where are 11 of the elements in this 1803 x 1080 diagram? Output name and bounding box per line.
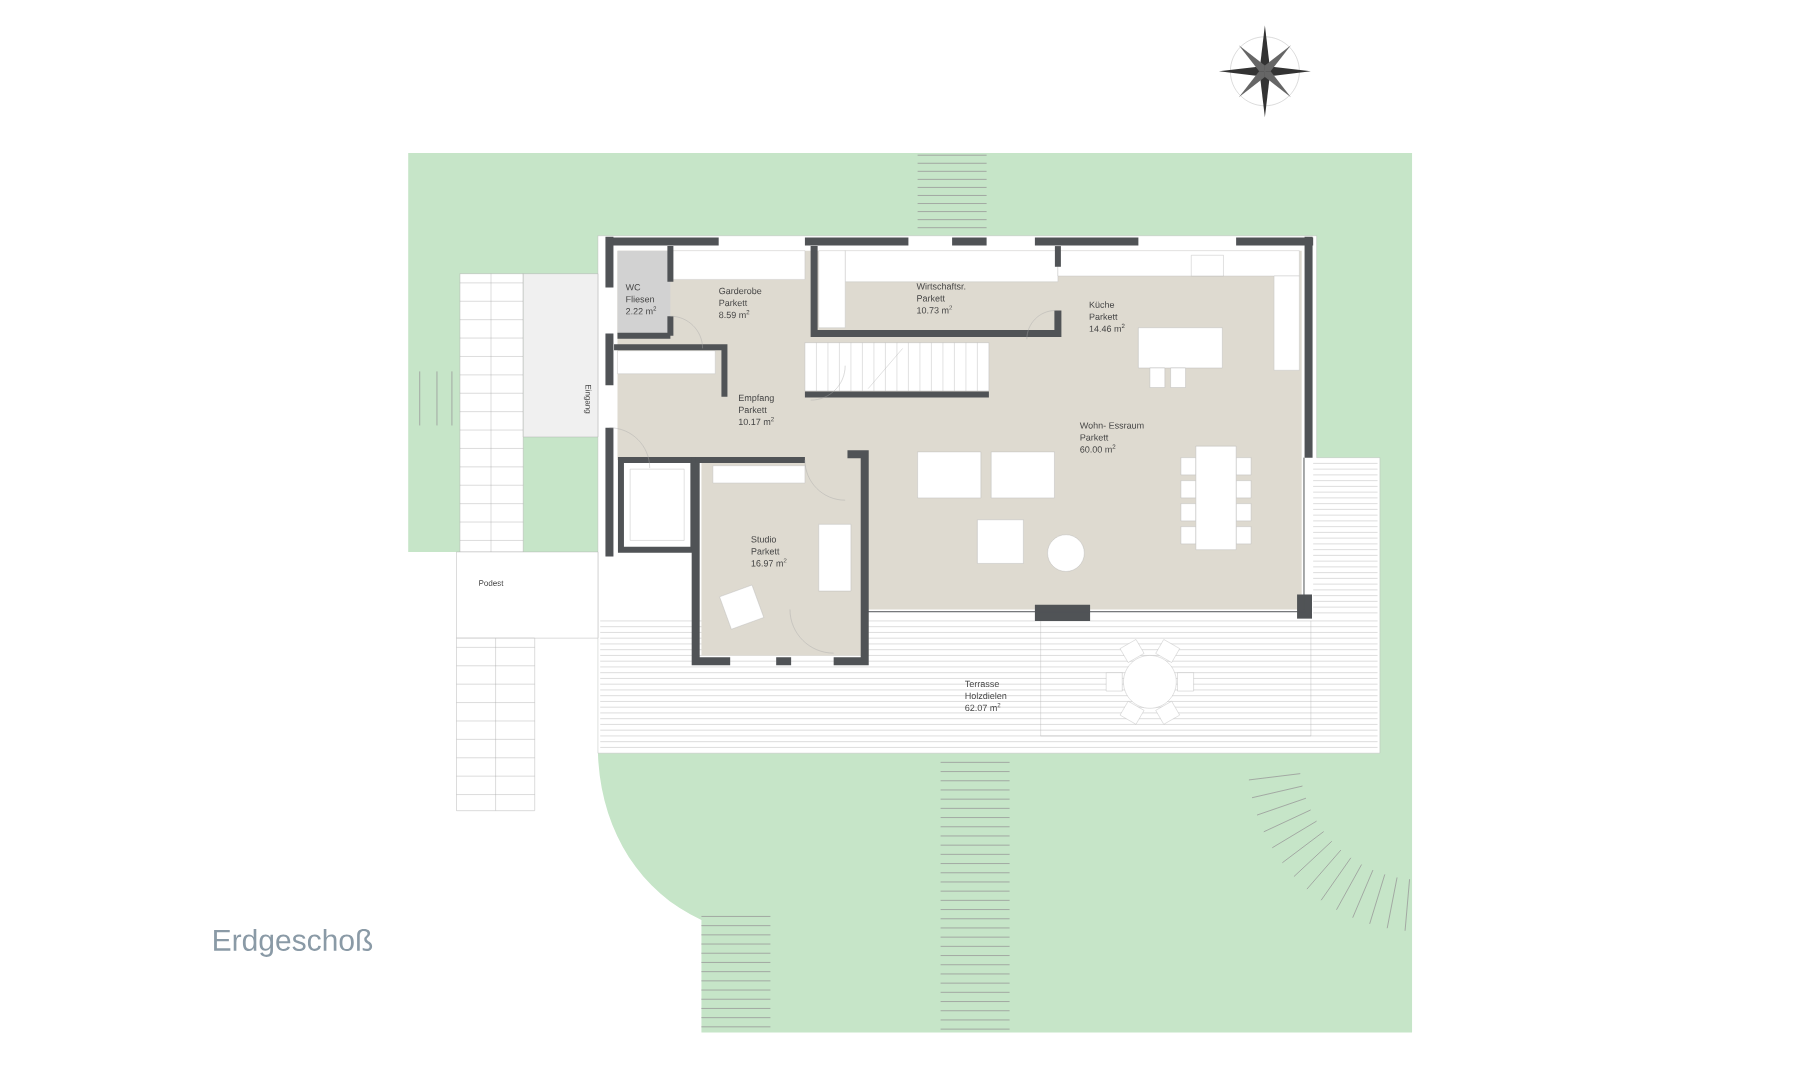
- room-label: WC Fliesen 2.22 m$^{2}$: [625, 284, 657, 315]
- room-label: Wohn- Essraum Parkett 60.00 m$^{2}$: [1079, 422, 1144, 453]
- area-label: Podest: [479, 580, 504, 587]
- room-label: Garderobe Parkett 8.59 m$^{2}$: [719, 287, 762, 319]
- room-label: Studio Parkett 16.97 m$^{2}$: [751, 536, 787, 567]
- plan-title: Erdgeschoß: [214, 929, 373, 957]
- room-label: Küche Parkett 14.46 m$^{2}$: [1089, 301, 1125, 333]
- room-label: Terrasse Holzdielen 62.07 m$^{2}$: [965, 680, 1007, 712]
- room-label: Wirtschaftsr. Parkett 10.73 m$^{2}$: [916, 283, 966, 314]
- area-label: Eingang: [583, 385, 592, 414]
- room-label: Empfang Parkett 10.17 m$^{2}$: [738, 394, 774, 426]
